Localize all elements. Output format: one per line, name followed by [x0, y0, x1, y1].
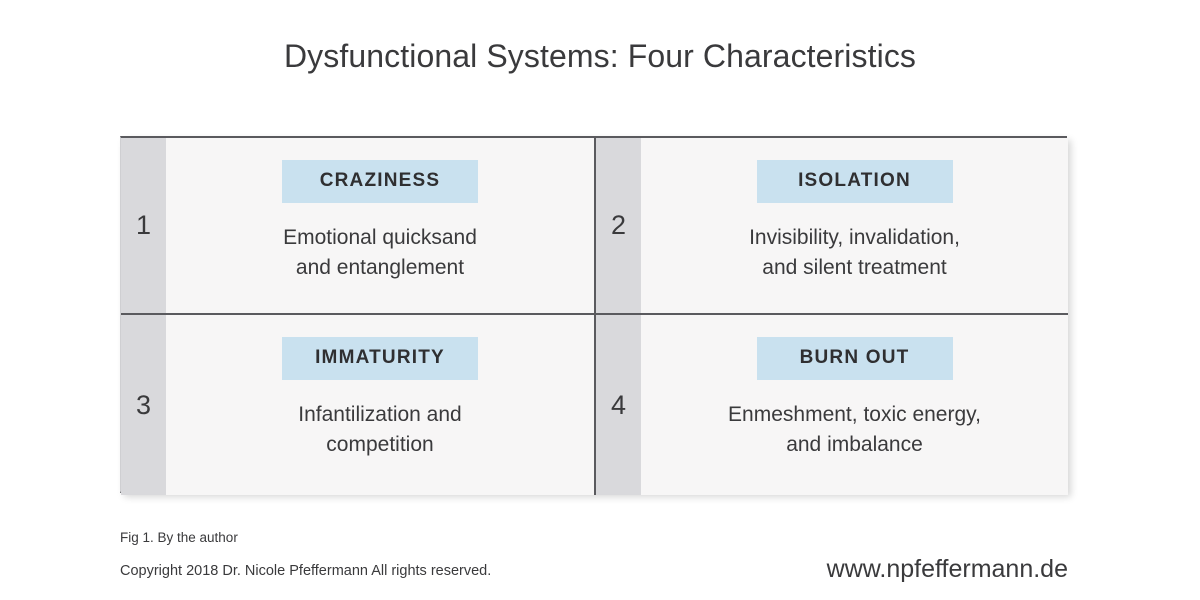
cell-label-badge-3: IMMATURITY: [282, 337, 478, 380]
cell-description-4: Enmeshment, toxic energy, and imbalance: [728, 403, 981, 456]
cell-label-badge-2: ISOLATION: [756, 160, 953, 203]
matrix-cell-2: 2 ISOLATION Invisibility, invalidation, …: [594, 138, 1068, 313]
cell-label-badge-4: BURN OUT: [756, 337, 953, 380]
cell-label-badge-1: CRAZINESS: [282, 160, 478, 203]
matrix-cell-1: 1 CRAZINESS Emotional quicksand and enta…: [121, 138, 594, 313]
cell-index-3: 3: [121, 315, 166, 495]
website-url: www.npfeffermann.de: [826, 555, 1068, 583]
figure-credit: Fig 1. By the author: [120, 530, 238, 545]
characteristics-matrix: 1 CRAZINESS Emotional quicksand and enta…: [120, 136, 1068, 495]
cell-body-4: BURN OUT Enmeshment, toxic energy, and i…: [641, 315, 1068, 495]
cell-index-1: 1: [121, 138, 166, 313]
cell-body-2: ISOLATION Invisibility, invalidation, an…: [641, 138, 1068, 313]
copyright-notice: Copyright 2018 Dr. Nicole Pfeffermann Al…: [120, 563, 492, 579]
matrix-cell-4: 4 BURN OUT Enmeshment, toxic energy, and…: [594, 313, 1068, 495]
page-title: Dysfunctional Systems: Four Characterist…: [283, 38, 917, 74]
matrix-cell-3: 3 IMMATURITY Infantilization and competi…: [121, 313, 594, 495]
cell-description-3: Infantilization and competition: [298, 403, 462, 456]
cell-description-2: Invisibility, invalidation, and silent t…: [749, 226, 960, 279]
cell-body-1: CRAZINESS Emotional quicksand and entang…: [166, 138, 594, 313]
cell-index-2: 2: [596, 138, 641, 313]
cell-index-4: 4: [596, 315, 641, 495]
cell-description-1: Emotional quicksand and entanglement: [283, 226, 477, 279]
cell-body-3: IMMATURITY Infantilization and competiti…: [166, 315, 594, 495]
